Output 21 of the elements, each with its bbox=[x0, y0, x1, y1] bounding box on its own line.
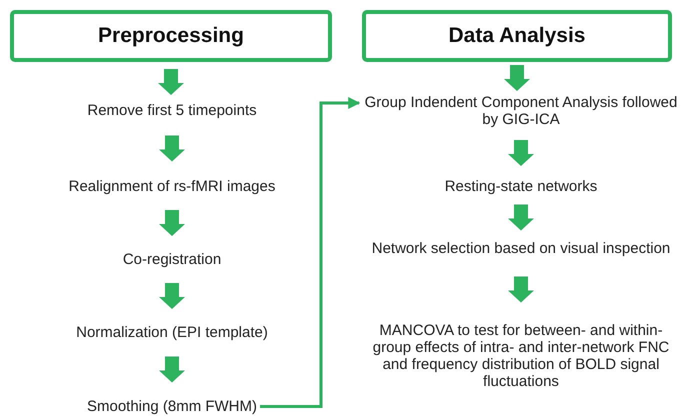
block-arrow bbox=[508, 140, 534, 166]
block-arrow bbox=[158, 69, 184, 95]
block-arrow bbox=[159, 283, 185, 309]
step-text: Group Indendent Component Analysis followed by GIG-ICA bbox=[362, 94, 680, 128]
step-text: Co-registration bbox=[122, 251, 222, 268]
step-text: Normalization (EPI template) bbox=[76, 324, 268, 341]
header-box: Preprocessing bbox=[10, 10, 332, 62]
block-arrow bbox=[159, 136, 185, 162]
step-text: Smoothing (8mm FWHM) bbox=[86, 398, 258, 415]
header-box: Data Analysis bbox=[362, 10, 672, 62]
step-text: Resting-state networks bbox=[444, 178, 598, 195]
step-text: MANCOVA to test for between- and within-group effects of intra- and inter-network FNC and frequency distribution of BOLD signal fluctuations bbox=[362, 322, 680, 390]
step-text: Realignment of rs-fMRI images bbox=[68, 178, 276, 195]
block-arrow bbox=[159, 356, 185, 382]
block-arrow bbox=[508, 276, 534, 302]
elbow-arrow bbox=[260, 97, 360, 408]
block-arrow bbox=[504, 65, 530, 91]
block-arrow bbox=[159, 210, 185, 236]
step-text: Network selection based on visual inspection bbox=[372, 240, 670, 257]
block-arrow bbox=[508, 204, 534, 230]
step-text: Remove first 5 timepoints bbox=[87, 102, 257, 119]
